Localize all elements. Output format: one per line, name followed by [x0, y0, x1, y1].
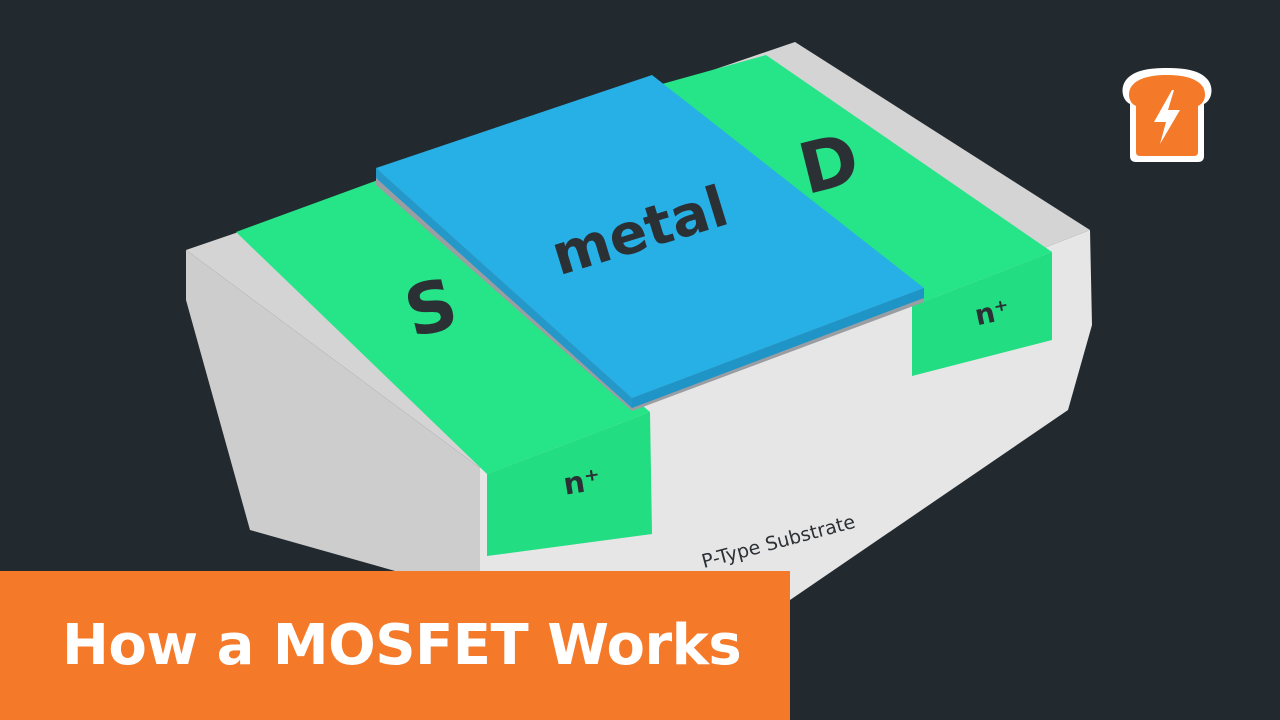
drain-n-plus-region	[662, 55, 1052, 376]
lightning-bolt-toast-icon	[1118, 64, 1216, 166]
drain-strip-front	[912, 252, 1052, 376]
source-n-plus-region	[236, 180, 652, 556]
metal-gate-edge	[632, 288, 924, 408]
metal-gate-left-edge	[376, 168, 632, 408]
title-banner: How a MOSFET Works	[0, 571, 790, 720]
video-title: How a MOSFET Works	[62, 613, 742, 678]
source-strip-front	[487, 412, 652, 556]
source-strip-top	[236, 180, 650, 474]
source-region-label: n⁺	[561, 462, 603, 502]
drain-strip-top	[662, 55, 1052, 306]
metal-gate	[376, 75, 924, 411]
drain-region-label: n⁺	[972, 293, 1013, 332]
substrate-left-face	[186, 250, 480, 595]
metal-gate-top	[376, 75, 924, 398]
